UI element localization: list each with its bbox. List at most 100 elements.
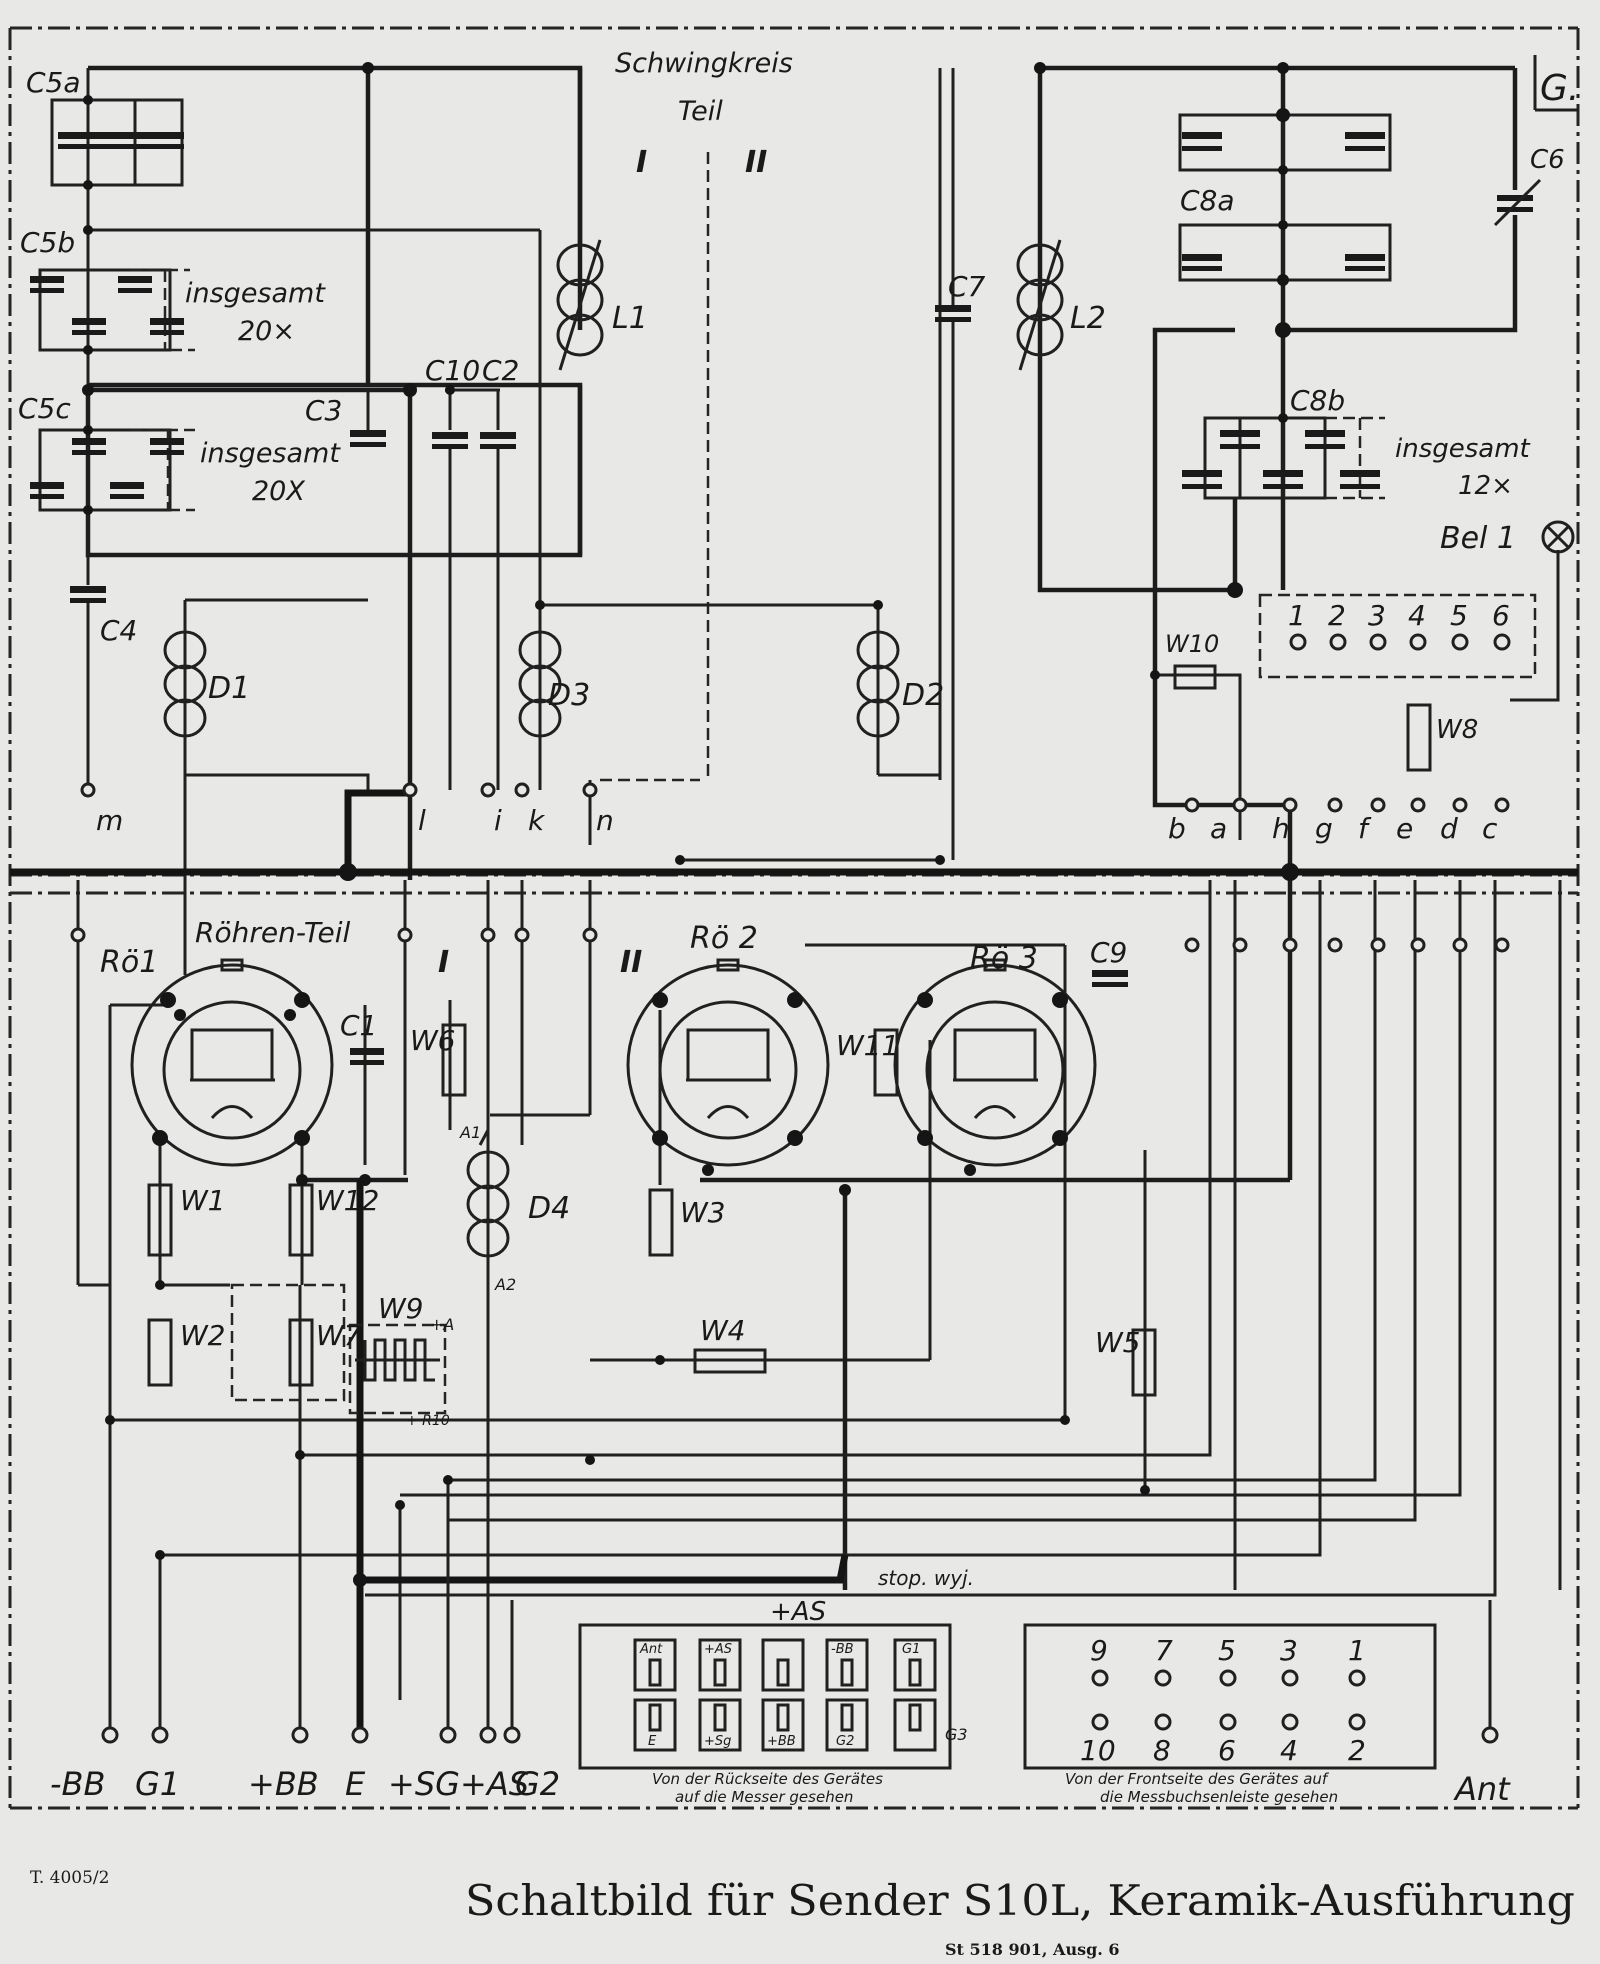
label-w2: W2	[180, 1319, 226, 1352]
label-c6: C6	[1530, 145, 1565, 175]
label-l2: L2	[1070, 301, 1106, 336]
rear-slot-blank-top	[761, 1638, 805, 1692]
rear-slot-label-minus-bb: -BB	[831, 1642, 854, 1657]
connector-a: a	[1210, 812, 1227, 845]
label-insgesamt-1: insgesamt	[185, 278, 326, 309]
label-d2: D2	[902, 678, 944, 713]
terminal-ant: Ant	[1453, 1770, 1511, 1808]
front-socket-7	[1154, 1669, 1172, 1687]
front-bottom-4: 4	[1280, 1734, 1298, 1767]
connector-c: c	[1482, 812, 1498, 845]
labels: Schwingkreis Teil I II G. C5a C5b C5c in…	[18, 48, 1579, 1808]
handwritten-as: +AS	[770, 1597, 826, 1627]
connector-h: h	[1272, 812, 1290, 845]
terminal-g2: G2	[515, 1765, 560, 1803]
rear-slot-g1	[893, 1638, 937, 1692]
front-top-7: 7	[1155, 1634, 1173, 1667]
rear-slot-blank-bottom	[893, 1698, 937, 1752]
l2-coil	[1016, 239, 1064, 371]
label-count-1: 20×	[238, 316, 295, 347]
label-a2: A2	[494, 1275, 516, 1294]
label-insgesamt-3: insgesamt	[1395, 434, 1531, 464]
d3-choke	[518, 630, 562, 738]
label-c9: C9	[1090, 936, 1127, 969]
label-c1: C1	[340, 1009, 377, 1042]
label-w12: W12	[316, 1184, 379, 1217]
part-number: St 518 901, Ausg. 6	[945, 1940, 1120, 1959]
terminal-minus-bb: -BB	[50, 1765, 105, 1803]
d4-choke	[466, 1150, 510, 1258]
rear-slot-minus-bb	[825, 1638, 869, 1692]
label-w1: W1	[180, 1184, 226, 1217]
front-socket-8	[1154, 1713, 1172, 1731]
label-w4: W4	[700, 1314, 746, 1347]
label-bel1: Bel 1	[1440, 521, 1516, 556]
part-label-ii: II	[745, 145, 767, 180]
terminal-plus-as: +AS	[460, 1765, 529, 1803]
front-top-3: 3	[1280, 1634, 1298, 1667]
front-caption-2: die Messbuchsenleiste gesehen	[1100, 1788, 1338, 1806]
front-socket-5	[1219, 1669, 1237, 1687]
front-socket-10	[1091, 1713, 1109, 1731]
lower-wiring	[76, 805, 1562, 1730]
section-title-schwingkreis: Schwingkreis	[615, 48, 793, 79]
corner-tag: G.	[1540, 68, 1579, 109]
frame	[8, 26, 1580, 1810]
handwritten-note: stop. wyj.	[878, 1566, 974, 1590]
doc-ref: T. 4005/2	[30, 1868, 109, 1888]
terminal-plus-sg: +SG	[388, 1765, 460, 1803]
connector-g: g	[1315, 812, 1333, 845]
roehren-teil-title: Röhren-Teil	[195, 916, 351, 949]
front-top-9: 9	[1090, 1634, 1108, 1667]
label-ro1: Rö1	[100, 945, 158, 980]
label-w6: W6	[410, 1024, 456, 1057]
label-c7: C7	[948, 270, 986, 303]
label-c5a: C5a	[26, 66, 81, 99]
rear-side-note: G3	[945, 1725, 968, 1744]
front-socket-4	[1281, 1713, 1299, 1731]
label-r10: + R10	[406, 1413, 450, 1429]
rear-slot-sg	[698, 1698, 742, 1752]
rear-caption-2: auf die Messer gesehen	[675, 1788, 853, 1806]
label-l1: L1	[612, 301, 648, 336]
terminal-plus-bb: +BB	[248, 1765, 319, 1803]
label-insgesamt-2: insgesamt	[200, 438, 341, 469]
symbols	[30, 62, 1575, 1744]
rear-slot-label-ant: Ant	[639, 1642, 663, 1657]
label-c5c: C5c	[18, 392, 71, 425]
d1-choke	[163, 630, 207, 738]
rear-slot-label-plus-bb: +BB	[767, 1734, 796, 1749]
switch-number-5: 5	[1450, 599, 1468, 632]
roehren-part-i: I	[438, 945, 449, 980]
label-c4: C4	[100, 614, 137, 647]
rear-slot-label-sg: +Sg	[704, 1734, 731, 1749]
front-socket-6	[1219, 1713, 1237, 1731]
drawing-title: Schaltbild für Sender S10L, Keramik-Ausf…	[465, 1876, 1575, 1925]
roehren-part-ii: II	[620, 945, 642, 980]
front-bottom-10: 10	[1080, 1734, 1116, 1767]
d2-choke	[856, 630, 900, 738]
rear-slot-label-g1: G1	[902, 1642, 920, 1657]
rear-slot-plus-bb	[761, 1698, 805, 1752]
front-bottom-6: 6	[1218, 1734, 1236, 1767]
connector-m: m	[96, 804, 123, 837]
label-w7: W7	[316, 1319, 362, 1352]
label-c10: C10	[425, 354, 480, 387]
front-top-5: 5	[1218, 1634, 1236, 1667]
label-count-3: 12×	[1458, 471, 1513, 501]
front-socket-1	[1348, 1669, 1366, 1687]
rear-slot-g2	[825, 1698, 869, 1752]
front-socket-9	[1091, 1669, 1109, 1687]
connector-i: i	[494, 804, 502, 837]
label-c8a: C8a	[1180, 184, 1235, 217]
lamp-bel1	[1541, 520, 1575, 554]
front-caption-1: Von der Frontseite des Gerätes auf	[1065, 1770, 1330, 1788]
rear-slot-label-g2: G2	[836, 1734, 854, 1749]
label-d3: D3	[548, 678, 590, 713]
switch-number-1: 1	[1288, 599, 1306, 632]
switch-number-3: 3	[1368, 599, 1386, 632]
rear-panel: Ant +AS -BB G1 E +Sg +BB G2 G3 Von der R…	[578, 1623, 968, 1806]
front-panel: 9 7 5 3 1 10 8 6 4 2 Von der Frontseite …	[1023, 1623, 1437, 1806]
connector-d: d	[1440, 812, 1458, 845]
label-ro3: Rö 3	[970, 941, 1038, 976]
